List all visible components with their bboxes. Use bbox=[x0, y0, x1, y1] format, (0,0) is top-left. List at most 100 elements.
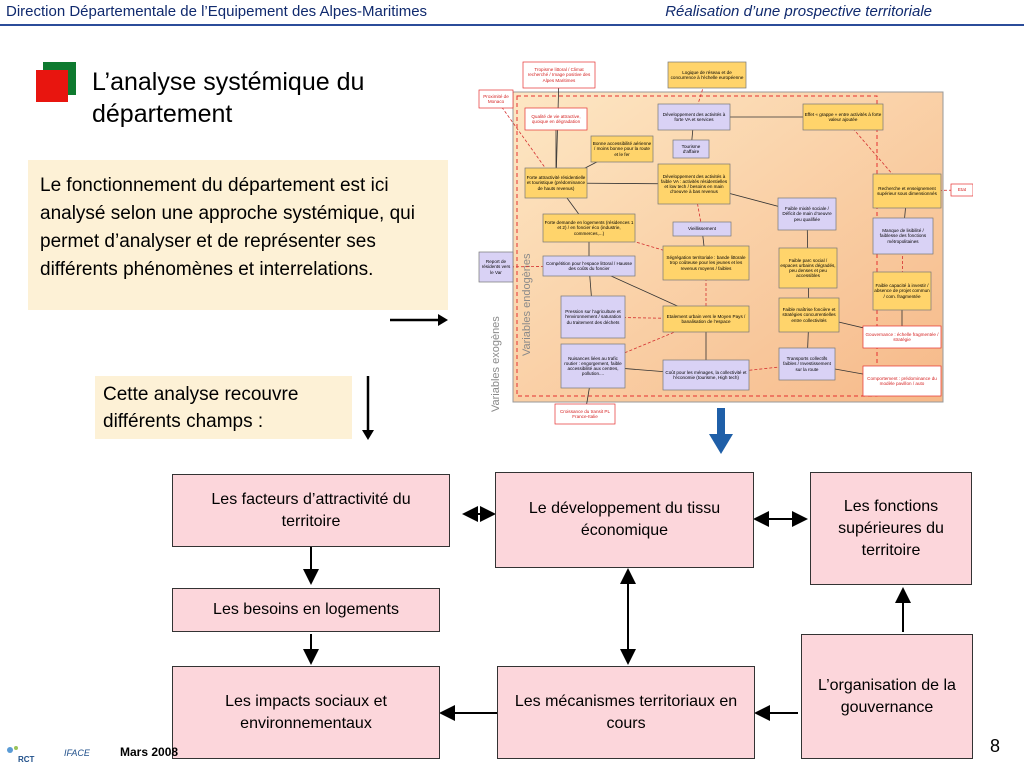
diagram-node-label: Faible mixité sociale / Déficit de main … bbox=[782, 206, 832, 222]
diagram-node: Ségrégation territoriale : bande littora… bbox=[662, 245, 750, 281]
diagram-node-box bbox=[950, 183, 973, 197]
diagram-node: Etalement urbain vers le Moyen Pays / ba… bbox=[662, 305, 750, 333]
diagram-node-box bbox=[662, 245, 750, 281]
diagram-node-label: Faible maîtrise foncière et stratégies c… bbox=[782, 307, 836, 323]
diagram-node-box bbox=[778, 247, 838, 289]
diagram-node: Faible maîtrise foncière et stratégies c… bbox=[778, 297, 840, 333]
diagram-node-box bbox=[872, 271, 932, 311]
diagram-node-box bbox=[862, 325, 942, 349]
diagram-node-label: Forte attractivité résidentielle et tour… bbox=[526, 175, 586, 191]
diagram-node-label: Forte demande en logements (résidences 1… bbox=[544, 220, 634, 236]
diagram-node-label: Effet « grappe » entre activités à forte… bbox=[804, 111, 882, 122]
diagram-node: Report de résidents vers le Var bbox=[478, 251, 514, 283]
diagram-node: Logique de réseau et de concurrence à l’… bbox=[667, 61, 747, 89]
diagram-node-label: Etalement urbain vers le Moyen Pays / ba… bbox=[666, 313, 746, 324]
diagram-node-box bbox=[662, 305, 750, 333]
diagram-node-label: Faible parc social / espaces urbains dég… bbox=[780, 257, 836, 279]
iface-logo: IFACE bbox=[62, 744, 106, 764]
diagram-node-label: Tropisme littoral / Climat recherché / I… bbox=[527, 67, 591, 83]
diagram-endogenous-frame bbox=[516, 95, 878, 397]
intro-text-2: Cette analyse recouvre différents champs… bbox=[103, 384, 299, 432]
diagram-node-label: Nuisances liées au trafic routier : engo… bbox=[564, 355, 622, 377]
diagram-node-label: Gouvernance : échelle fragmentée / strat… bbox=[865, 331, 939, 342]
diagram-node-label: Développement des activités à forte VA e… bbox=[662, 111, 726, 122]
diagram-node: Croissance du transit PL France-Italie bbox=[554, 403, 616, 425]
down-arrow-icon bbox=[362, 376, 374, 440]
diagram-node-box bbox=[560, 343, 626, 389]
diagram-node: Etat bbox=[950, 183, 973, 197]
diagram-node-box bbox=[872, 217, 934, 255]
diagram-node-label: Pression sur l’agriculture et l’environn… bbox=[564, 309, 622, 325]
intro-panel-2: Cette analyse recouvre différents champs… bbox=[95, 376, 352, 439]
header-divider bbox=[0, 24, 1024, 26]
diagram-node: Vieillissement bbox=[672, 221, 732, 237]
diagram-node: Pression sur l’agriculture et l’environn… bbox=[560, 295, 626, 339]
diagram-node-box bbox=[524, 167, 588, 199]
diagram-node: Manque de lisibilité / faiblesse des fon… bbox=[872, 217, 934, 255]
diagram-node: Faible capacité à investir / absence de … bbox=[872, 271, 932, 311]
box-developpement: Le développement du tissu économique bbox=[495, 472, 754, 568]
diagram-node-label: Manque de lisibilité / faiblesse des fon… bbox=[879, 228, 927, 244]
diagram-node: Coût pour les ménages, la collectivité e… bbox=[662, 359, 750, 391]
diagram-node: Nuisances liées au trafic routier : engo… bbox=[560, 343, 626, 389]
intro-panel: Le fonctionnement du département est ici… bbox=[28, 160, 448, 310]
diagram-node-label: Faible capacité à investir / absence de … bbox=[874, 283, 930, 299]
diagram-node-label: Compétition pour l’espace littoral / Hau… bbox=[545, 260, 633, 271]
box-mecanismes: Les mécanismes territoriaux en cours bbox=[497, 666, 755, 759]
diagram-node: Tropisme littoral / Climat recherché / I… bbox=[522, 61, 596, 89]
box-gouvernance: L’organisation de la gouvernance bbox=[801, 634, 973, 759]
rct-logo-text: RCT bbox=[18, 755, 35, 764]
diagram-node-label: Proximité de Monaco bbox=[483, 93, 509, 104]
slide-title: L’analyse systémique du département bbox=[92, 68, 365, 128]
intro-text: Le fonctionnement du département est ici… bbox=[40, 175, 415, 280]
diagram-node-box bbox=[657, 163, 731, 205]
diagram-node-label: Coût pour les ménages, la collectivité e… bbox=[665, 369, 747, 380]
diagram-node-label: Etat bbox=[957, 187, 967, 193]
diagram-node-label: Croissance du transit PL France-Italie bbox=[559, 408, 611, 419]
diagram-side-label: Variables exogènes bbox=[490, 316, 502, 412]
title-bullet-red bbox=[36, 70, 68, 102]
diagram-node-box bbox=[542, 213, 636, 243]
diagram-node-label: Ségrégation territoriale : bande littora… bbox=[666, 255, 746, 271]
diagram-node: Compétition pour l’espace littoral / Hau… bbox=[542, 255, 636, 277]
diagram-node-label: Report de résidents vers le Var bbox=[481, 259, 511, 275]
diagram-nodes: Tropisme littoral / Climat recherché / I… bbox=[478, 61, 973, 425]
diagram-node-label: Bonne accessibilité aérienne / moins bon… bbox=[592, 141, 652, 157]
diagram-node-box bbox=[862, 365, 942, 397]
footer-date: Mars 2008 bbox=[120, 745, 179, 759]
diagram-node: Transports collectifs faibles / Investis… bbox=[778, 347, 836, 381]
box-logements: Les besoins en logements bbox=[172, 588, 440, 632]
diagram-node-box bbox=[590, 135, 654, 163]
page-number: 8 bbox=[990, 736, 1001, 756]
box-attractivite: Les facteurs d’attractivité du territoir… bbox=[172, 474, 450, 547]
diagram-node: Forte demande en logements (résidences 1… bbox=[542, 213, 636, 243]
diagram-node-box bbox=[542, 255, 636, 277]
diagram-node-label: Transports collectifs faibles / Investis… bbox=[783, 356, 831, 372]
diagram-node-box bbox=[560, 295, 626, 339]
diagram-node-box bbox=[777, 197, 837, 231]
rct-logo: RCT bbox=[4, 744, 52, 764]
diagram-node: Faible parc social / espaces urbains dég… bbox=[778, 247, 838, 289]
diagram-node-box bbox=[524, 107, 588, 131]
diagram-node-box bbox=[802, 103, 884, 131]
box-impacts: Les impacts sociaux et environnementaux bbox=[172, 666, 440, 759]
diagram-node-box bbox=[778, 297, 840, 333]
diagram-node-box bbox=[478, 251, 514, 283]
header-left-text: Direction Départementale de l’Equipement… bbox=[6, 3, 428, 20]
diagram-node: Qualité de vie attractive, quoique en dé… bbox=[524, 107, 588, 131]
diagram-node-label: Développement des activités à faible VA … bbox=[660, 173, 728, 195]
diagram-node: Proximité de Monaco bbox=[478, 89, 514, 109]
diagram-node-label: Recherche et enseignement supérieur sous… bbox=[877, 185, 937, 196]
blue-down-arrow-icon bbox=[709, 408, 733, 454]
diagram-side-label-2: Variables endogènes bbox=[521, 253, 533, 356]
diagram-node: Faible mixité sociale / Déficit de main … bbox=[777, 197, 837, 231]
diagram-node: Développement des activités à forte VA e… bbox=[657, 103, 731, 131]
diagram-node-box bbox=[554, 403, 616, 425]
diagram-node: Recherche et enseignement supérieur sous… bbox=[872, 173, 942, 209]
diagram-node-box bbox=[672, 139, 710, 159]
diagram-node-label: Vieillissement bbox=[688, 226, 716, 232]
iface-logo-text: IFACE bbox=[64, 748, 91, 758]
slide-header: Direction Départementale de l’Equipement… bbox=[0, 0, 1024, 26]
box-fonctions: Les fonctions supérieures du territoire bbox=[810, 472, 972, 585]
